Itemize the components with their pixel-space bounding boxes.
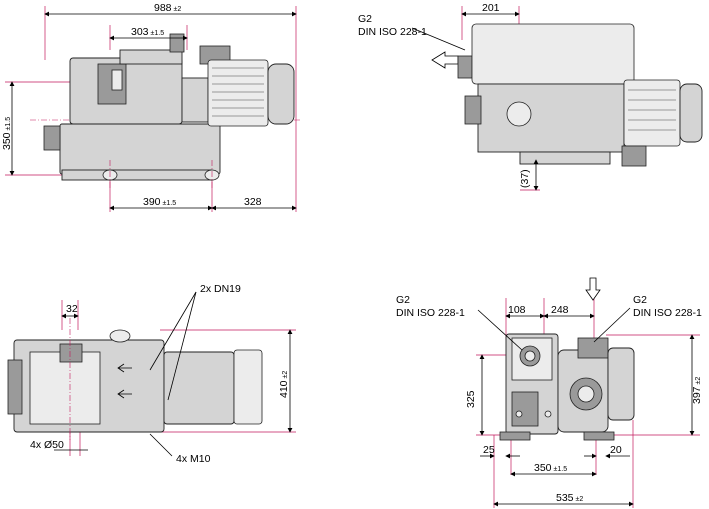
dim-37: (37) (519, 169, 531, 188)
port-label-line2: DIN ISO 228-1 (358, 26, 427, 38)
port-right-line1: G2 (633, 294, 647, 306)
dim-248: 248 (551, 304, 569, 316)
front-view-bottom-right: G2 DIN ISO 228-1 G2 DIN ISO 228-1 108 24… (396, 277, 703, 508)
dim-410: 410±2 (278, 371, 290, 398)
motor-cooling-fins-right (628, 89, 676, 131)
dim-350-height: 350±1.5 (1, 117, 13, 150)
side-view-top-right: G2 DIN ISO 228-1 201 (37) (358, 2, 703, 191)
dim-overall-length: 988±2 (154, 2, 181, 14)
label-4x-d50: 4x Ø50 (30, 439, 64, 451)
dim-32: 32 (66, 303, 78, 315)
port-left-line2: DIN ISO 228-1 (396, 307, 465, 319)
dim-350-base: 350±1.5 (534, 462, 567, 474)
label-4x-m10: 4x M10 (176, 453, 211, 465)
flow-direction-arrow-icon (431, 51, 459, 69)
motor-cooling-fins (212, 67, 264, 117)
dim-20: 20 (610, 444, 622, 456)
dim-201: 201 (482, 2, 500, 14)
label-2x-dn19: 2x DN19 (200, 283, 241, 295)
port-right-line2: DIN ISO 228-1 (633, 307, 702, 319)
top-view-bottom-left: 32 2x DN19 410±2 4x Ø50 4x M10 (7, 283, 296, 465)
dim-328: 328 (244, 196, 262, 208)
flow-direction-down-arrow-icon (585, 277, 601, 301)
port-label-line1: G2 (358, 13, 372, 25)
dim-325: 325 (465, 390, 477, 408)
dim-390: 390±1.5 (143, 196, 176, 208)
side-view-top-left: 988±2 303±1.5 350±1.5 390±1.5 328 (1, 2, 300, 212)
port-left-line1: G2 (396, 294, 410, 306)
dim-535: 535±2 (556, 492, 583, 504)
dim-25: 25 (483, 444, 495, 456)
dim-108: 108 (508, 304, 526, 316)
dim-397: 397±2 (691, 377, 703, 404)
dim-303: 303±1.5 (131, 26, 164, 38)
